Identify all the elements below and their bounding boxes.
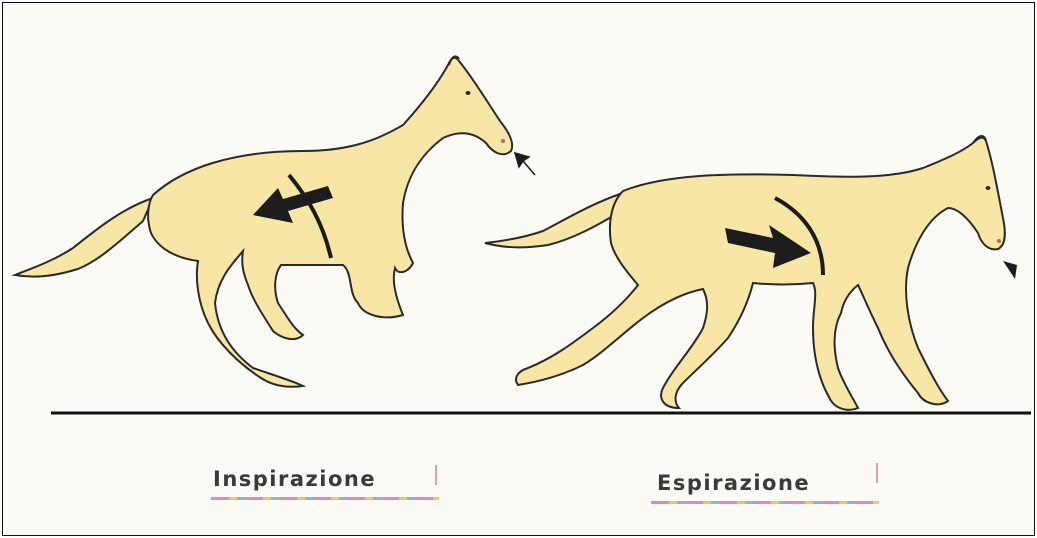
horse-left-body <box>148 58 512 387</box>
horse-right-nostril <box>997 239 1001 243</box>
label-inspiration-underline <box>211 497 439 500</box>
horse-right-body <box>516 138 1005 410</box>
label-inspiration: Inspirazione <box>213 467 376 491</box>
illustration <box>3 3 1034 535</box>
air-arrow-right <box>1003 261 1017 279</box>
label-expiration-underline <box>651 501 879 504</box>
label-expiration: Espirazione <box>657 471 810 495</box>
horse-left-eye <box>466 91 471 95</box>
label-inspiration-tick <box>435 465 437 485</box>
horse-left-tail <box>15 198 153 277</box>
horse-right-tail <box>485 193 623 247</box>
horse-right-eye <box>986 186 991 190</box>
horse-left-nostril <box>501 139 505 143</box>
horse-expiration <box>485 136 1017 410</box>
air-arrow-left <box>515 153 535 175</box>
horse-inspiration <box>15 56 535 386</box>
label-expiration-tick <box>876 463 878 483</box>
